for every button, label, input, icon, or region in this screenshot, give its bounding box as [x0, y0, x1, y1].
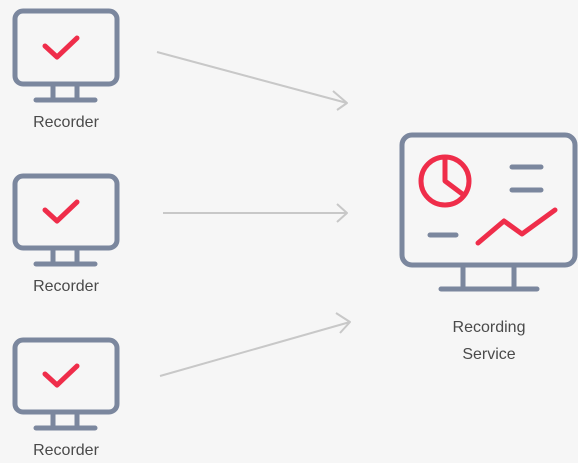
recorder-label-3: Recorder — [33, 442, 99, 459]
trend-line-icon — [475, 207, 558, 246]
connector-arrow-3 — [159, 312, 351, 377]
service-monitor — [399, 132, 578, 292]
recorder-monitor-1 — [12, 8, 120, 103]
pie-chart-icon — [418, 154, 472, 208]
text-lines-icon — [427, 164, 544, 238]
monitor-dashboard-icon — [399, 132, 578, 292]
connector-arrow-2 — [163, 203, 348, 223]
recorder-monitor-3 — [12, 337, 120, 431]
connector-arrow-1 — [156, 51, 348, 111]
recorder-label-2: Recorder — [33, 278, 99, 295]
service-label-line2: Service — [462, 346, 516, 363]
monitor-check-icon — [12, 173, 120, 267]
service-label-line1: Recording — [452, 319, 526, 336]
recorder-monitor-2 — [12, 173, 120, 267]
recorder-label-1: Recorder — [33, 114, 99, 131]
monitor-check-icon — [12, 337, 120, 431]
monitor-check-icon — [12, 8, 120, 103]
